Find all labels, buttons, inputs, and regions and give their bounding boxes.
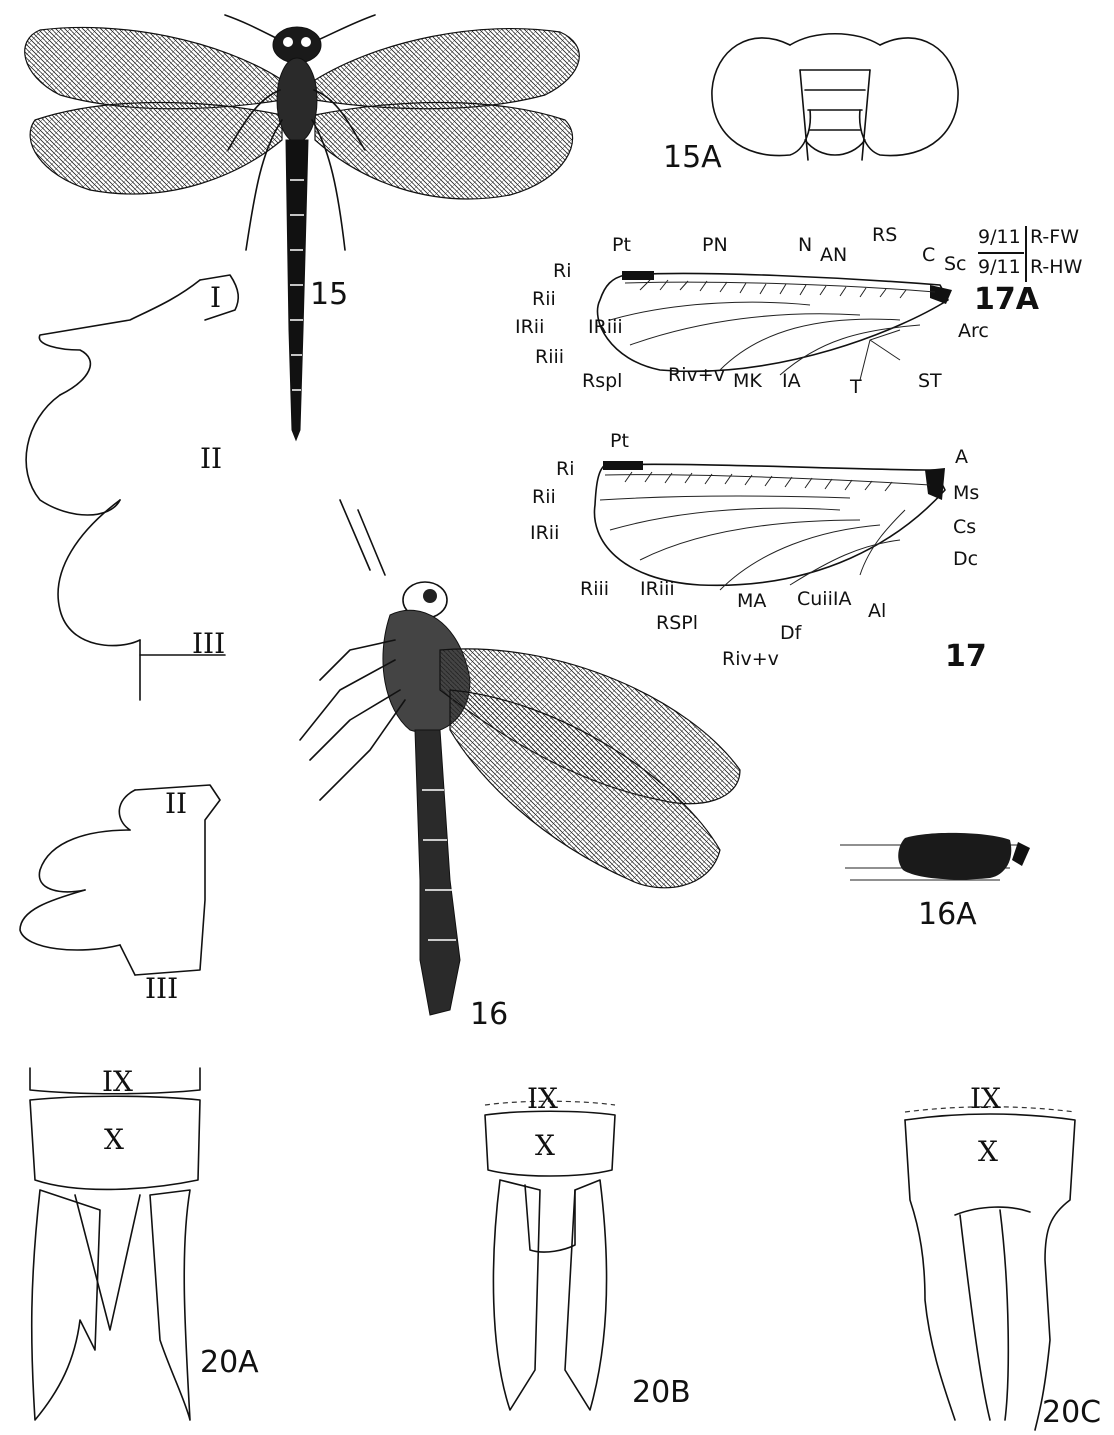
vein-label-17a-mk: MK: [733, 372, 762, 391]
segment-label-ix-20c: IX: [970, 1085, 1001, 1113]
formula-hw-label: R-HW: [1030, 258, 1082, 277]
figure-label-20a: 20A: [200, 1348, 259, 1378]
vein-label-17a-st: ST: [918, 372, 942, 391]
vein-label-17a-c: C: [922, 246, 935, 265]
segment-label-i: I: [210, 284, 221, 312]
vein-label-17a-sc: Sc: [944, 255, 967, 274]
segment-label-ix-20a: IX: [102, 1068, 133, 1096]
figure-label-15a: 15A: [663, 143, 722, 173]
formula-fw-count: 9/11: [978, 228, 1021, 247]
vein-label-17-cs: Cs: [953, 518, 976, 537]
segment-label-ii-lower: II: [165, 790, 187, 818]
vein-label-17-cuiiia: CuiiIA: [797, 590, 851, 609]
vein-label-17-dc: Dc: [953, 550, 978, 569]
vein-label-17a-ia: IA: [782, 372, 801, 391]
hindwing-venation-drawing: [594, 461, 945, 590]
figure-label-20b: 20B: [632, 1378, 691, 1408]
vein-label-17-irii: IRii: [530, 524, 559, 543]
vein-label-17-riii: Riii: [580, 580, 609, 599]
formula-divider-vertical: [1025, 226, 1027, 282]
vein-label-17a-rii: Rii: [532, 290, 556, 309]
vein-label-17a-n: N: [798, 236, 812, 255]
segment-label-ii-upper: II: [200, 445, 222, 473]
vein-label-17a-pn: PN: [702, 236, 728, 255]
segment-label-iii-upper: III: [192, 630, 225, 658]
figure-label-17a: 17A: [974, 285, 1039, 315]
dragonfly-dorsal-drawing: [25, 15, 580, 440]
formula-fw-label: R-FW: [1030, 228, 1079, 247]
figure-label-15: 15: [310, 280, 348, 310]
vein-label-17-ma: MA: [737, 592, 766, 611]
vein-label-17-rspl: RSPl: [656, 614, 698, 633]
vein-label-17a-iriii: IRiii: [588, 318, 623, 337]
vein-label-17a-riii: Riii: [535, 348, 564, 367]
vein-label-17a-ri: Ri: [553, 262, 571, 281]
forewing-venation-drawing: [598, 271, 953, 380]
vein-label-17-df: Df: [780, 624, 801, 643]
segment-label-ix-20b: IX: [527, 1085, 558, 1113]
vein-label-17-al: Al: [868, 602, 886, 621]
formula-divider-horizontal: [978, 252, 1024, 254]
vein-label-17-a: A: [955, 448, 968, 467]
figure-label-17: 17: [945, 642, 987, 672]
segment-label-iii-lower: III: [145, 975, 178, 1003]
pterostigma-detail-drawing: [840, 833, 1030, 880]
vein-label-17a-irii: IRii: [515, 318, 544, 337]
appendage-20a-drawing: [30, 1068, 200, 1420]
vein-label-17a-rivv: Riv+v: [668, 366, 725, 385]
vein-label-17-rii: Rii: [532, 488, 556, 507]
vein-label-17-pt: Pt: [610, 432, 629, 451]
figure-label-16a: 16A: [918, 900, 977, 930]
vein-label-17-iriii: IRiii: [640, 580, 675, 599]
vein-label-17a-t: T: [850, 378, 862, 397]
vein-label-17a-an: AN: [820, 246, 847, 265]
vein-label-17-ms: Ms: [953, 484, 979, 503]
figure-label-20c: 20C: [1042, 1398, 1101, 1428]
venation-formula: 9/11 R-FW 9/11 R-HW: [978, 226, 1098, 286]
vein-label-17a-rspl: Rspl: [582, 372, 622, 391]
vein-label-17-rivv: Riv+v: [722, 650, 779, 669]
vein-label-17a-rs: RS: [872, 226, 897, 245]
segment-label-x-20b: X: [535, 1132, 555, 1160]
vein-label-17a-arc: Arc: [958, 322, 989, 341]
vein-label-17a-pt: Pt: [612, 236, 631, 255]
figure-label-16: 16: [470, 1000, 508, 1030]
head-frontal-drawing: [712, 34, 958, 160]
thorax-outline-lower: [20, 785, 220, 975]
segment-label-x-20c: X: [978, 1138, 998, 1166]
vein-label-17-ri: Ri: [556, 460, 574, 479]
segment-label-x-20a: X: [104, 1126, 124, 1154]
formula-hw-count: 9/11: [978, 258, 1021, 277]
